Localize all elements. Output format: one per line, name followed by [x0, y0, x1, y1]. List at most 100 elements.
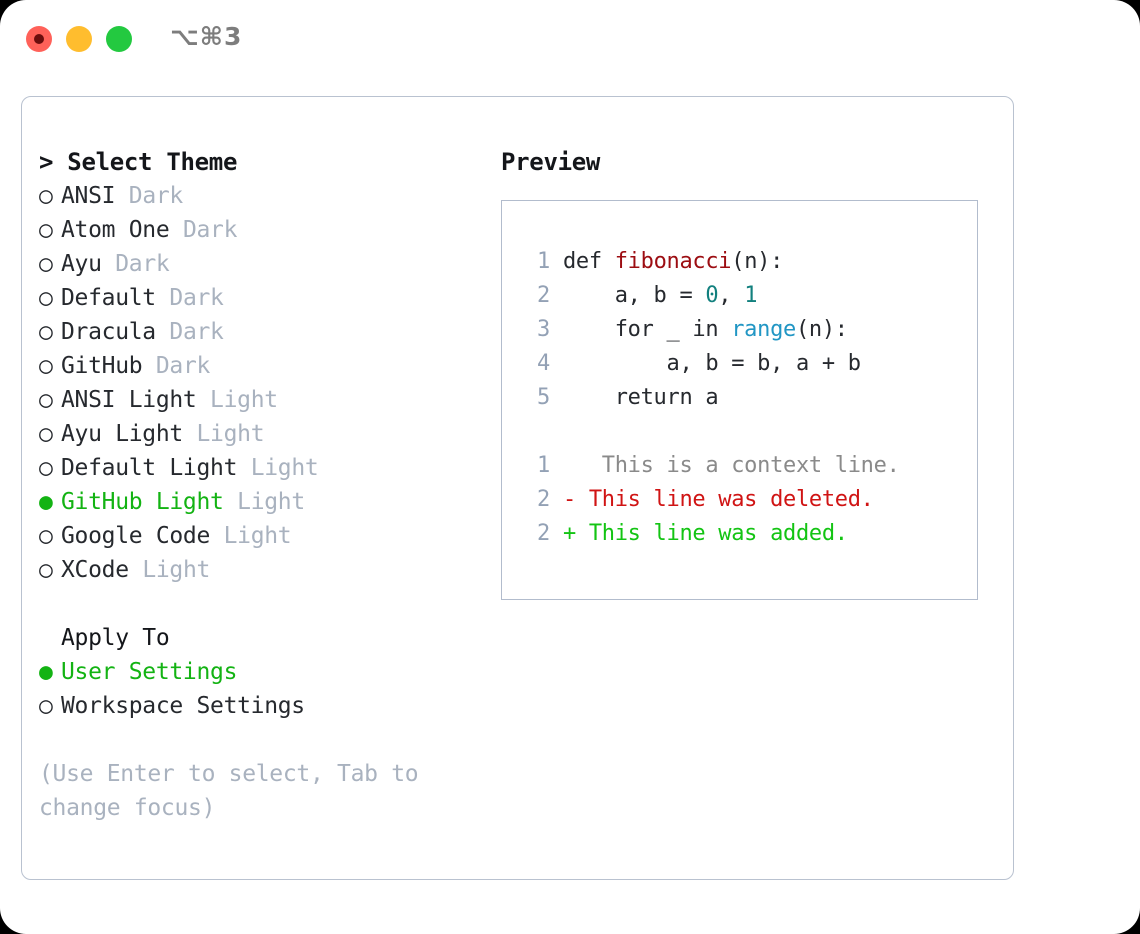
apply-to-list[interactable]: ● User Settings ○ Workspace Settings: [39, 655, 489, 723]
close-button[interactable]: [26, 26, 52, 52]
title-bar: ⌥⌘3: [0, 0, 1140, 78]
theme-variant-badge: Dark: [182, 217, 238, 243]
line-number: 1: [537, 249, 550, 274]
radio-unselected-icon[interactable]: ○: [39, 387, 53, 413]
code-token: fibonacci: [614, 249, 732, 274]
theme-selector-column: > Select Theme ○ANSI Dark○Atom One Dark○…: [39, 145, 489, 825]
radio-unselected-icon[interactable]: ○: [39, 693, 53, 719]
radio-unselected-icon[interactable]: ○: [39, 251, 53, 277]
diff-sample: 1 This is a context line.2 - This line w…: [524, 449, 977, 551]
code-diff-spacer: [524, 415, 977, 449]
code-line: 3 for _ in range(n):: [524, 313, 977, 347]
preview-header: Preview: [501, 148, 601, 176]
theme-list-item[interactable]: ○ GitHub Dark: [39, 349, 489, 383]
code-token: a, b =: [550, 283, 706, 308]
theme-variant-badge: Light: [237, 489, 305, 515]
diff-line: 2 - This line was deleted.: [524, 483, 977, 517]
theme-variant-badge: Dark: [169, 319, 224, 345]
select-theme-header: > Select Theme: [39, 148, 238, 176]
theme-name: Default: [61, 285, 156, 311]
theme-list-item[interactable]: ○ ANSI Light Light: [39, 383, 489, 417]
window-title: ⌥⌘3: [170, 22, 243, 51]
code-token: return a: [550, 385, 719, 410]
theme-variant-badge: Dark: [128, 183, 184, 209]
diff-text: This line was deleted.: [575, 487, 874, 512]
theme-list-item[interactable]: ○ Default Light Light: [39, 451, 489, 485]
radio-unselected-icon[interactable]: ○: [39, 421, 53, 447]
traffic-lights: [26, 26, 132, 52]
preview-column: Preview 1 def fibonacci(n):2 a, b = 0, 1…: [501, 145, 991, 600]
diff-marker: -: [550, 487, 576, 512]
theme-name: Ayu: [61, 251, 102, 277]
code-token: a, b = b, a + b: [550, 351, 861, 376]
code-token: 0: [705, 283, 719, 308]
apply-to-label: User Settings: [61, 659, 238, 685]
radio-unselected-icon[interactable]: ○: [39, 217, 53, 243]
diff-text: This line was added.: [575, 521, 848, 546]
radio-unselected-icon[interactable]: ○: [39, 455, 53, 481]
apply-to-option[interactable]: ● User Settings: [39, 655, 489, 689]
content-panel: > Select Theme ○ANSI Dark○Atom One Dark○…: [21, 96, 1014, 880]
diff-marker: +: [550, 521, 576, 546]
theme-name: GitHub Light: [61, 489, 224, 515]
radio-unselected-icon[interactable]: ○: [39, 557, 53, 583]
theme-name: GitHub: [61, 353, 143, 379]
code-token: 1: [744, 283, 758, 308]
line-number: 3: [537, 317, 550, 342]
maximize-button[interactable]: [106, 26, 132, 52]
code-line: 4 a, b = b, a + b: [524, 347, 977, 381]
radio-selected-icon[interactable]: ●: [39, 489, 53, 515]
diff-line-number: 1: [537, 453, 550, 478]
theme-variant-badge: Dark: [169, 285, 224, 311]
radio-unselected-icon[interactable]: ○: [39, 353, 53, 379]
radio-unselected-icon[interactable]: ○: [39, 285, 53, 311]
theme-list[interactable]: ○ ANSI Dark ○ Atom One Dark ○ Ayu Dark ○ Defaul…: [39, 179, 489, 587]
theme-list-item[interactable]: ○ XCode Light: [39, 553, 489, 587]
diff-marker: [550, 453, 576, 478]
code-token: (n):: [795, 317, 848, 342]
apply-to-header: Apply To: [61, 625, 170, 651]
radio-selected-icon[interactable]: ●: [39, 659, 53, 685]
code-token: ,: [718, 283, 745, 308]
code-token: range: [731, 317, 796, 342]
line-number: 2: [537, 283, 550, 308]
theme-name: XCode: [61, 557, 129, 583]
radio-unselected-icon[interactable]: ○: [39, 319, 53, 345]
diff-line: 1 This is a context line.: [524, 449, 977, 483]
diff-text: This is a context line.: [575, 453, 900, 478]
apply-to-label: Workspace Settings: [61, 693, 305, 719]
theme-list-item[interactable]: ○ Default Dark: [39, 281, 489, 315]
theme-name: ANSI Light: [61, 387, 197, 413]
code-line: 2 a, b = 0, 1: [524, 279, 977, 313]
diff-line-number: 2: [537, 487, 550, 512]
theme-variant-badge: Light: [142, 557, 211, 583]
radio-unselected-icon[interactable]: ○: [39, 183, 53, 209]
theme-variant-badge: Light: [210, 387, 278, 413]
theme-name: Ayu Light: [61, 421, 183, 447]
theme-list-item[interactable]: ○ Ayu Light Light: [39, 417, 489, 451]
radio-unselected-icon[interactable]: ○: [39, 523, 53, 549]
code-token: for _ in: [550, 317, 732, 342]
theme-name: Atom One: [61, 217, 170, 243]
theme-list-item[interactable]: ○ Atom One Dark: [39, 213, 489, 247]
diff-line: 2 + This line was added.: [524, 517, 977, 551]
theme-list-item[interactable]: ○ ANSI Dark: [39, 179, 489, 213]
theme-variant-badge: Dark: [155, 353, 211, 379]
apply-to-section: Apply To ● User Settings ○ Workspace Settin…: [39, 621, 489, 723]
theme-name: Dracula: [61, 319, 156, 345]
code-line: 5 return a: [524, 381, 977, 415]
theme-list-item[interactable]: ● GitHub Light Light: [39, 485, 489, 519]
theme-variant-badge: Light: [250, 455, 319, 481]
theme-variant-badge: Light: [223, 523, 292, 549]
theme-list-item[interactable]: ○Ayu Dark: [39, 247, 489, 281]
theme-list-item[interactable]: ○ Dracula Dark: [39, 315, 489, 349]
theme-name: Default Light: [61, 455, 238, 481]
theme-list-item[interactable]: ○Google Code Light: [39, 519, 489, 553]
apply-to-option[interactable]: ○ Workspace Settings: [39, 689, 489, 723]
line-number: 4: [537, 351, 550, 376]
theme-name: ANSI: [61, 183, 116, 209]
minimize-button[interactable]: [66, 26, 92, 52]
theme-variant-badge: Light: [196, 421, 265, 447]
